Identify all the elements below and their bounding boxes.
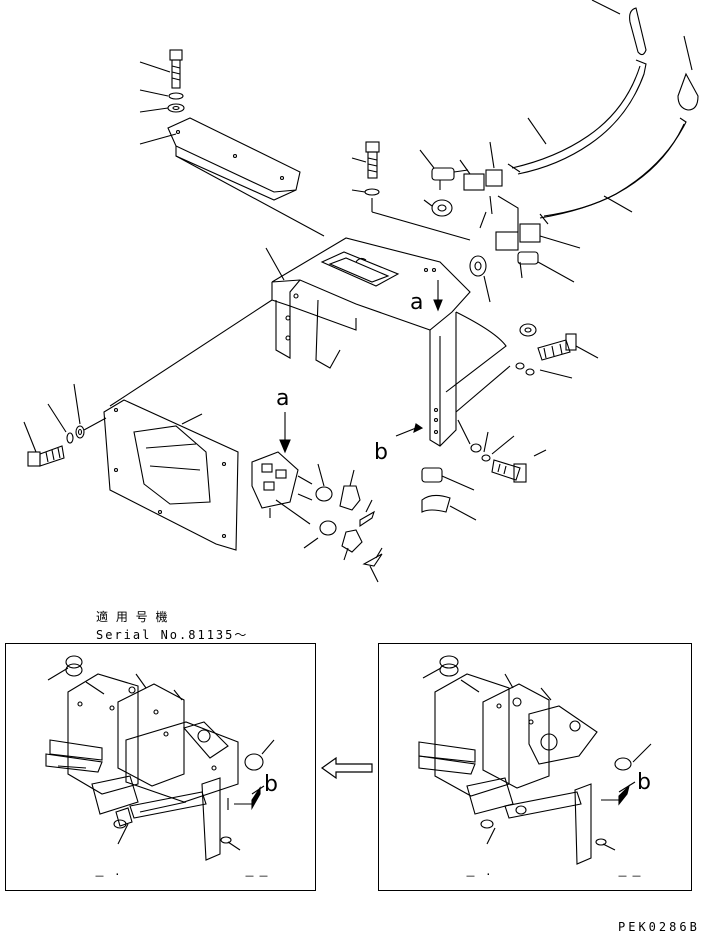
right-detail-mark-3: － [617, 870, 628, 883]
detail-box-right: b － · － － [378, 643, 692, 891]
main-bracket [109, 237, 471, 447]
left-detail-mark-1: － [94, 870, 105, 883]
right-pivot-bolt [445, 311, 599, 413]
upper-lever-rod [507, 0, 647, 175]
lower-lever-rod [539, 35, 699, 225]
connector-assembly [251, 451, 383, 583]
left-detail-mark-3: － [244, 870, 255, 883]
rubber-pads [421, 467, 477, 521]
left-cover-plate [103, 399, 239, 551]
left-detail-mark-2: · [114, 868, 121, 881]
lower-clevis-parts [469, 195, 581, 303]
drawing-code: PEK0286B [618, 920, 700, 934]
left-detail-illustration [45, 655, 275, 861]
center-bolt [351, 141, 471, 241]
right-detail-mark-1: － [465, 870, 476, 883]
applicable-model-title: 適 用 号 機 [96, 610, 170, 624]
detail-box-left: b － · － － [5, 643, 316, 891]
right-detail-illustration [418, 655, 652, 865]
left-bolt-assembly [23, 383, 107, 467]
right-detail-b-label: b [637, 770, 651, 795]
lower-right-bolt [457, 419, 547, 483]
callout-arrows [279, 280, 443, 454]
upper-clevis-parts [419, 141, 503, 217]
callout-a-main: a [410, 290, 424, 315]
serial-number-label: Serial No.81135～ [96, 628, 249, 642]
callout-a-connector: a [276, 386, 290, 411]
callout-b-main: b [374, 440, 388, 465]
top-left-bolt-assembly [139, 49, 185, 145]
top-left-plate [167, 117, 325, 237]
right-detail-mark-4: － [631, 870, 642, 883]
left-detail-b-label: b [264, 772, 278, 797]
right-detail-mark-2: · [485, 868, 492, 881]
left-detail-mark-4: － [258, 870, 269, 883]
